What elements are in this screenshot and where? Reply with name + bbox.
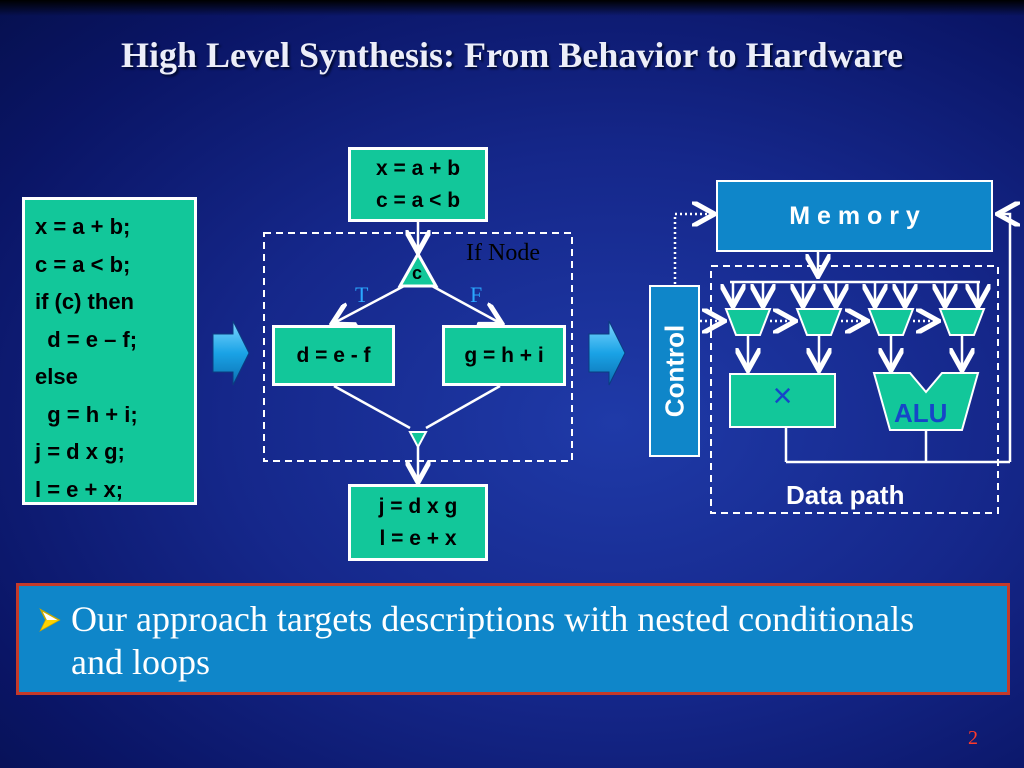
code-line: c = a < b; <box>35 251 131 277</box>
mux <box>795 308 843 336</box>
control-label: Control <box>659 324 689 418</box>
multiplier-unit: × <box>729 373 836 428</box>
top-node: x = a + b c = a < b <box>348 147 488 222</box>
condition-label: c <box>412 263 423 283</box>
bottom-node: j = d x g l = e + x <box>348 484 488 561</box>
code-line: j = d x g; <box>35 439 125 464</box>
right-arrow-icon <box>588 320 626 386</box>
merge-node <box>408 431 428 450</box>
summary-text: Our approach targets descriptions with n… <box>71 599 915 682</box>
code-line: g = h + i; <box>35 401 138 427</box>
datapath-label: Data path <box>786 480 905 510</box>
mux <box>724 308 772 336</box>
if-node-label: If Node <box>466 240 540 266</box>
page-number: 2 <box>968 727 978 749</box>
top-shade <box>0 0 1024 16</box>
code-line: if (c) then <box>35 289 134 314</box>
true-branch-node: d = e - f <box>272 325 395 386</box>
false-branch-node: g = h + i <box>442 325 566 386</box>
mux <box>938 308 986 336</box>
control-block: Control <box>649 285 700 457</box>
alu-unit <box>872 372 980 431</box>
code-line: d = e – f; <box>35 326 138 352</box>
slide-title: High Level Synthesis: From Behavior to H… <box>121 35 903 75</box>
false-branch-label: F <box>470 282 483 307</box>
code-line: x = a + b; <box>35 214 131 239</box>
condition-node <box>397 250 439 288</box>
arrow-bullet-icon <box>39 608 61 632</box>
datapath-region <box>710 265 999 514</box>
alu-label: ALU <box>894 398 948 428</box>
code-line: else <box>35 364 78 389</box>
mux <box>867 308 915 336</box>
true-branch-label: T <box>355 282 369 307</box>
right-arrow-icon <box>212 320 250 386</box>
multiply-icon: × <box>772 377 793 415</box>
memory-block: M e m o r y <box>716 180 993 252</box>
behavior-code-box: x = a + b; c = a < b; if (c) then d = e … <box>22 197 197 505</box>
code-line: l = e + x; <box>35 476 124 502</box>
summary-box: Our approach targets descriptions with n… <box>16 583 1010 695</box>
